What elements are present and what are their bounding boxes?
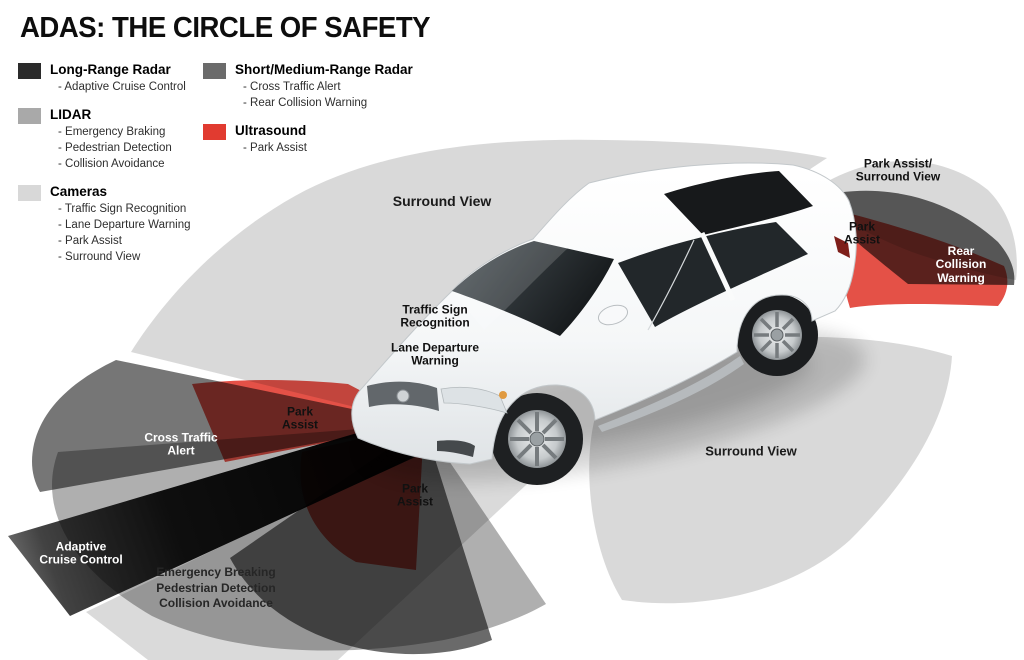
car-rocker-shade	[598, 356, 744, 432]
front-wheel	[491, 393, 583, 485]
legend-swatch-lidar	[18, 108, 41, 124]
legend-swatch-long_range_radar	[18, 63, 41, 79]
car-side-mirror	[597, 304, 629, 326]
rear-wheel	[736, 294, 818, 376]
legend-heading-cameras: Cameras	[50, 184, 108, 199]
car-windshield-reflection	[452, 241, 568, 330]
legend-group-cameras: Cameras - Traffic Sign Recognition - Lane …	[18, 184, 203, 265]
car-emblem	[396, 389, 410, 403]
legend-swatch-short_medium_radar	[203, 63, 226, 79]
car-b-pillar	[699, 231, 736, 302]
legend-feature: - Park Assist	[58, 235, 122, 247]
legend-group-short_medium_radar: Short/Medium-Range Radar - Cross Traffic …	[203, 62, 413, 111]
legend-feature: - Adaptive Cruise Control	[58, 81, 186, 93]
legend-swatch-cameras	[18, 185, 41, 201]
legend-feature: - Traffic Sign Recognition	[58, 203, 187, 215]
legend-swatch-ultrasound	[203, 124, 226, 140]
legend-column-0: Long-Range Radar - Adaptive Cruise Contro…	[18, 62, 203, 277]
car-rear-glass	[664, 171, 813, 235]
legend-feature: - Collision Avoidance	[58, 158, 165, 170]
legend: Long-Range Radar - Adaptive Cruise Contro…	[18, 62, 413, 277]
car-marker-light	[499, 391, 507, 399]
legend-feature: - Pedestrian Detection	[58, 142, 172, 154]
legend-feature: - Rear Collision Warning	[243, 97, 368, 109]
legend-group-lidar: LIDAR - Emergency Braking - Pedestrian Det…	[18, 107, 203, 172]
car-side-windows	[618, 222, 808, 327]
car-lower-intake	[437, 440, 475, 457]
legend-feature: - Emergency Braking	[58, 126, 166, 138]
car-tail-light	[834, 236, 850, 258]
legend-heading-ultrasound: Ultrasound	[235, 123, 307, 138]
legend-heading-lidar: LIDAR	[50, 107, 92, 122]
legend-heading-long_range_radar: Long-Range Radar	[50, 62, 171, 77]
page-title: ADAS: THE CIRCLE OF SAFETY	[20, 12, 431, 44]
zone-park-assist-rear	[836, 210, 1008, 308]
car-door-seam	[647, 239, 695, 331]
car	[351, 162, 866, 485]
legend-feature: - Cross Traffic Alert	[243, 81, 341, 93]
car-headlight	[440, 386, 508, 414]
legend-feature: - Surround View	[58, 251, 141, 263]
legend-feature: - Lane Departure Warning	[58, 219, 191, 231]
legend-column-1: Short/Medium-Range Radar - Cross Traffic …	[203, 62, 413, 277]
car-windshield	[452, 241, 614, 336]
legend-group-ultrasound: Ultrasound - Park Assist	[203, 123, 403, 156]
legend-heading-short_medium_radar: Short/Medium-Range Radar	[235, 62, 413, 77]
legend-group-long_range_radar: Long-Range Radar - Adaptive Cruise Contro…	[18, 62, 203, 95]
zone-adaptive-cruise-control	[8, 402, 478, 616]
legend-feature: - Park Assist	[243, 142, 307, 154]
